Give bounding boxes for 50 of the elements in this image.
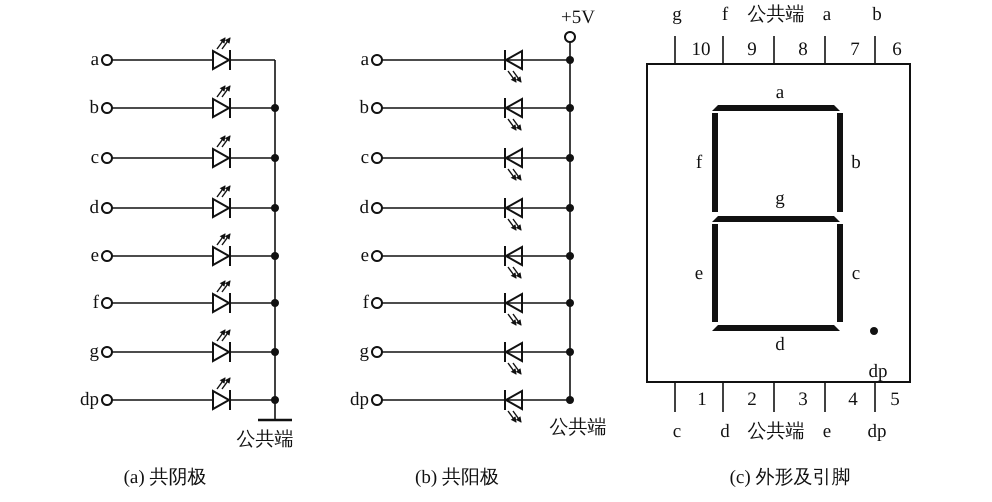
terminal-label: f <box>92 293 99 313</box>
pin-number: 8 <box>798 40 808 60</box>
pin-number: 2 <box>747 390 757 410</box>
pin-label: f <box>722 5 728 25</box>
terminal-label: c <box>90 148 99 168</box>
caption: (c) 外形及引脚 <box>730 468 850 488</box>
segment-label: d <box>775 335 785 355</box>
pin-label: 公共端 <box>748 422 804 442</box>
terminal-label: e <box>90 246 99 266</box>
terminal-label: f <box>362 293 369 313</box>
pin-number: 4 <box>848 390 858 410</box>
pin-number: 10 <box>692 40 710 60</box>
segment-label: e <box>694 264 704 284</box>
pin-number: 6 <box>892 40 902 60</box>
segment-label: c <box>852 264 860 284</box>
terminal-label: a <box>90 50 99 70</box>
terminal-label: dp <box>350 390 369 410</box>
terminal-label: e <box>360 246 369 266</box>
pin-label: c <box>672 422 682 442</box>
pin-number: 5 <box>890 390 900 410</box>
pin-label: e <box>822 422 832 442</box>
pin-number: 1 <box>697 390 707 410</box>
terminal-label: c <box>360 148 369 168</box>
pin-label: dp <box>868 422 886 442</box>
segment-label: dp <box>868 362 888 382</box>
terminal-label: g <box>90 342 99 362</box>
pin-number: 3 <box>798 390 808 410</box>
segment-label: g <box>775 189 785 209</box>
pin-label: b <box>872 5 882 25</box>
terminal-label: g <box>360 342 369 362</box>
terminal-label: b <box>90 98 99 118</box>
common-terminal-label: 公共端 <box>236 430 294 450</box>
segment-label: b <box>851 153 861 173</box>
terminal-label: d <box>90 198 99 218</box>
pin-label: 公共端 <box>748 5 804 25</box>
supply-label: +5V <box>561 8 595 28</box>
segment-label: a <box>776 83 784 103</box>
pin-number: 9 <box>747 40 757 60</box>
segment-label: f <box>696 153 702 173</box>
terminal-label: b <box>360 98 369 118</box>
caption: (a) 共阴极 <box>124 468 206 488</box>
caption: (b) 共阳极 <box>415 468 499 488</box>
common-terminal-label: 公共端 <box>550 418 606 438</box>
terminal-label: d <box>360 198 369 218</box>
pin-label: a <box>822 5 832 25</box>
terminal-label: a <box>360 50 369 70</box>
pin-label: d <box>720 422 730 442</box>
pin-number: 7 <box>850 40 860 60</box>
terminal-label: dp <box>80 390 99 410</box>
pin-label: g <box>672 5 682 25</box>
